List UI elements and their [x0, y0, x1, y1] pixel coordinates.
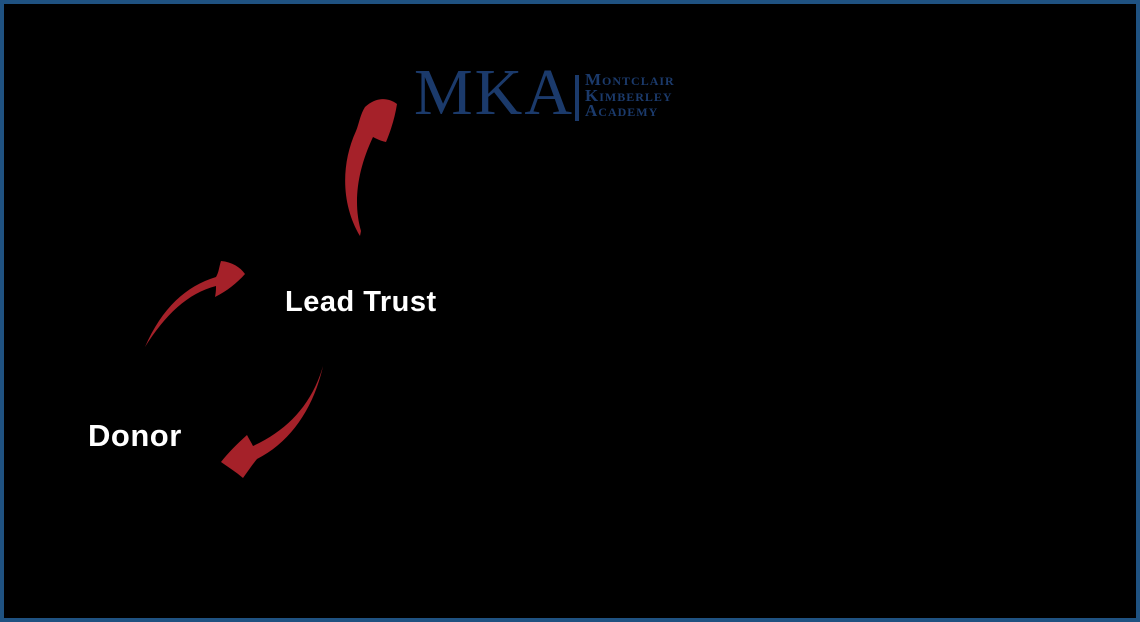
logo-line-montclair: Montclair [585, 70, 675, 89]
arrow-lead-trust-to-donor-icon [221, 366, 323, 478]
logo-line-academy: Academy [585, 101, 659, 120]
arrow-lead-trust-to-mka-icon [345, 99, 397, 236]
node-label-lead-trust: Lead Trust [285, 286, 437, 318]
node-label-donor: Donor [88, 418, 182, 453]
mka-logo-abbreviation: MKA [414, 56, 575, 129]
logo-institution-name: Montclair Kimberley Academy [585, 70, 675, 120]
logo-separator-bar [575, 75, 579, 121]
logo-line-kimberley: Kimberley [585, 85, 673, 105]
arrow-donor-to-lead-trust-icon [145, 261, 245, 347]
